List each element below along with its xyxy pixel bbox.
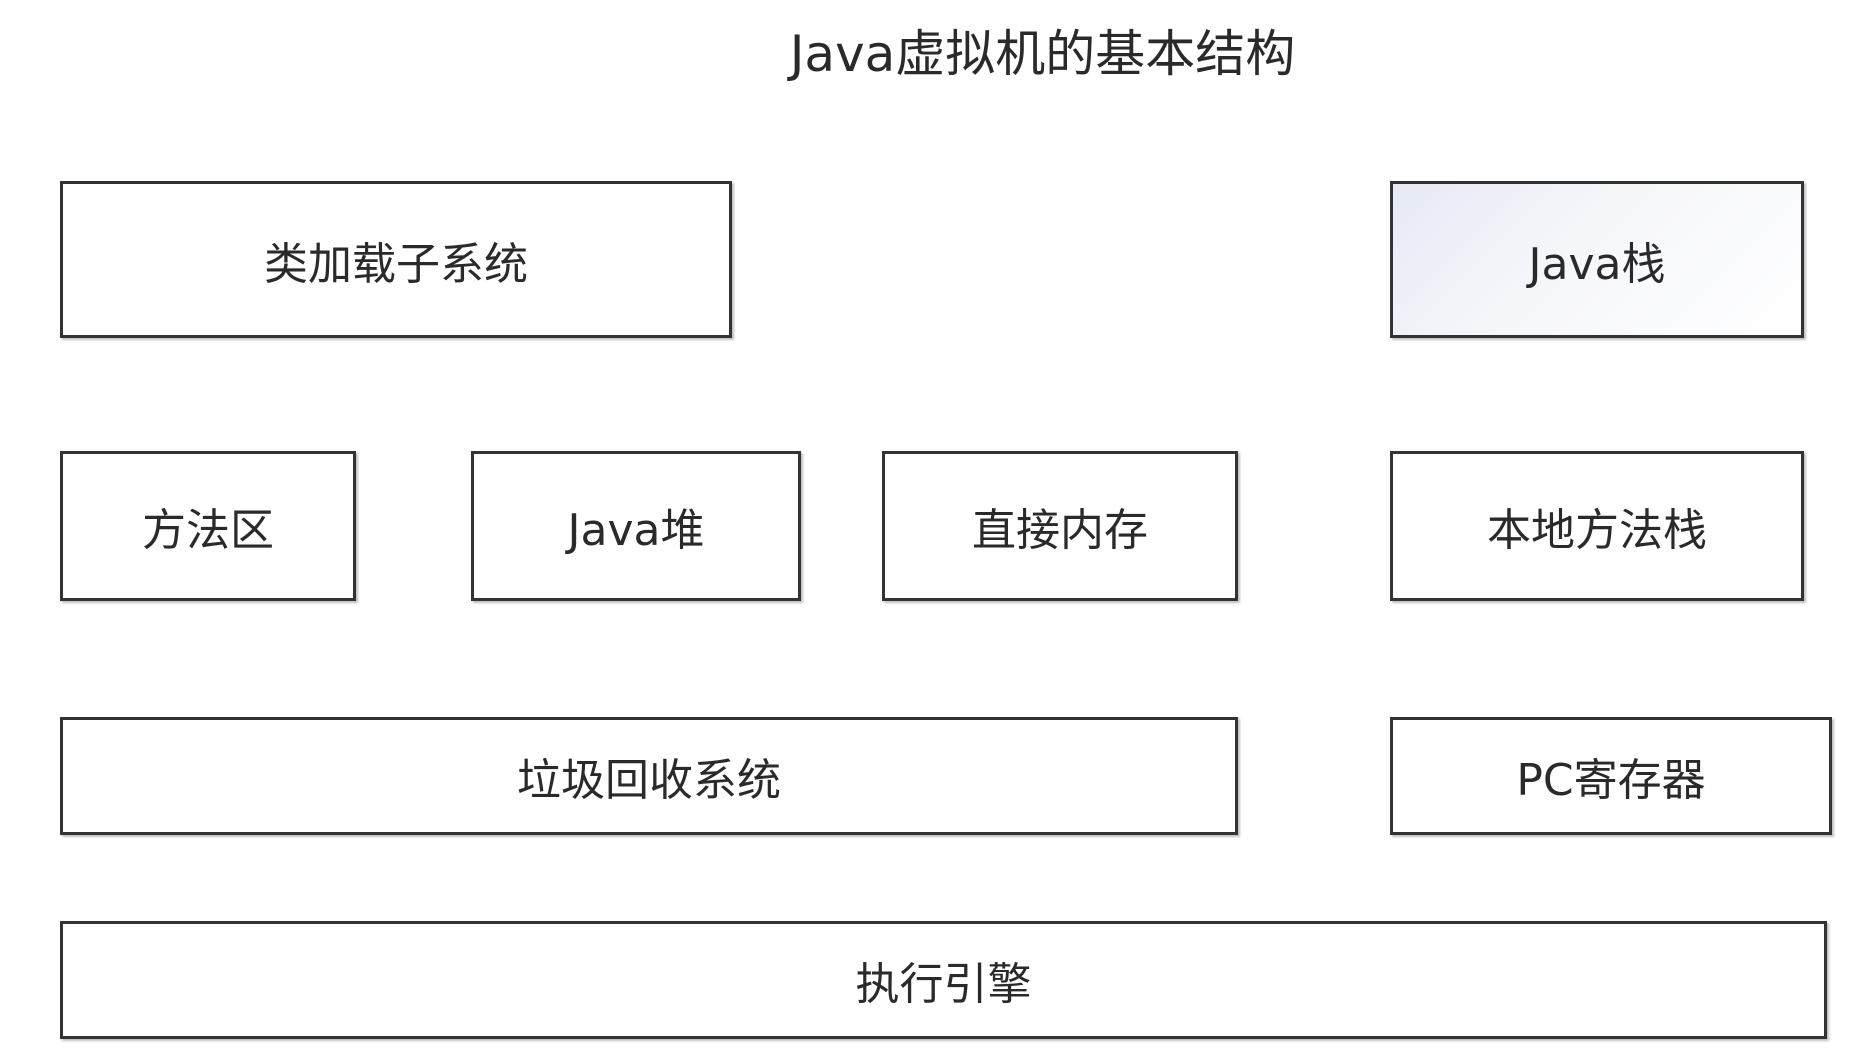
java-stack-label: Java栈	[1528, 238, 1666, 290]
execution-engine-label: 执行引擎	[855, 959, 1032, 1010]
direct-memory-label: 直接内存	[972, 505, 1148, 556]
pc-register-label: PC寄存器	[1516, 755, 1706, 806]
java-stack-box: Java栈	[1390, 181, 1804, 338]
diagram-title: Java虚拟机的基本结构	[789, 25, 1296, 83]
class-loader-subsystem-label: 类加载子系统	[264, 238, 528, 290]
direct-memory-box: 直接内存	[882, 451, 1238, 601]
execution-engine-box: 执行引擎	[60, 921, 1827, 1039]
garbage-collection-label: 垃圾回收系统	[517, 755, 781, 806]
native-method-stack-label: 本地方法栈	[1487, 505, 1707, 556]
pc-register-box: PC寄存器	[1390, 717, 1832, 835]
java-heap-label: Java堆	[567, 505, 705, 556]
native-method-stack-box: 本地方法栈	[1390, 451, 1804, 601]
class-loader-subsystem-box: 类加载子系统	[60, 181, 732, 338]
garbage-collection-box: 垃圾回收系统	[60, 717, 1238, 835]
method-area-box: 方法区	[60, 451, 356, 601]
method-area-label: 方法区	[142, 505, 274, 556]
java-heap-box: Java堆	[471, 451, 801, 601]
